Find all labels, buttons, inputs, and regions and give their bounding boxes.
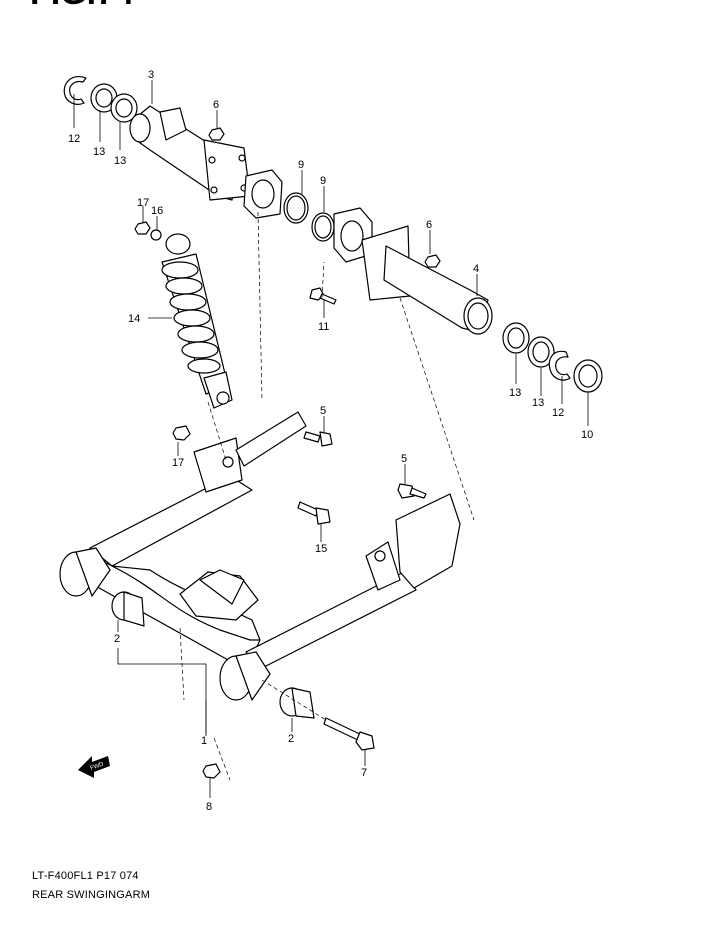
bolt-5-lower (397, 483, 427, 499)
nut-17-top (134, 221, 151, 235)
callout-6-left: 6 (213, 99, 219, 111)
leader-lines (73, 80, 589, 798)
callout-16: 16 (151, 205, 163, 217)
callout-5-lower: 5 (401, 453, 407, 465)
callout-12-left: 12 (68, 133, 80, 145)
diagram-code: LT-F400FL1 P17 074 (32, 870, 139, 882)
nut-left (208, 127, 225, 141)
bolt-5-upper (303, 431, 333, 447)
callout-14: 14 (128, 313, 140, 325)
nut-8 (202, 763, 221, 779)
callout-2-left: 2 (114, 633, 120, 645)
washer-16 (150, 229, 162, 241)
callout-17-top: 17 (137, 197, 149, 209)
flange-plate-left (243, 169, 283, 219)
circlip-right (548, 350, 571, 381)
callout-13-left-2: 13 (114, 155, 126, 167)
bushing-right (279, 687, 315, 719)
callout-labels: 3 6 12 13 13 9 9 17 16 6 4 14 11 13 13 1… (68, 69, 593, 813)
bearing-left-2 (110, 93, 138, 123)
callout-7: 7 (361, 767, 367, 779)
callout-5-upper: 5 (320, 405, 326, 417)
housing-right (361, 225, 493, 335)
fwd-arrow-icon: FWD (78, 756, 110, 778)
callout-1: 1 (201, 735, 207, 747)
circlip-left (63, 76, 87, 105)
callout-13-left-1: 13 (93, 146, 105, 158)
swingarm (59, 411, 461, 701)
bolt-15 (297, 501, 331, 525)
callout-9-right: 9 (320, 175, 326, 187)
callout-2-right: 2 (288, 733, 294, 745)
bushing-left (111, 591, 145, 627)
callout-15: 15 (315, 543, 327, 555)
callout-8: 8 (206, 801, 212, 813)
bearing-left-1 (90, 83, 118, 113)
fwd-label: FWD (90, 761, 106, 772)
callout-17-mid: 17 (172, 457, 184, 469)
o-ring-right (311, 212, 335, 242)
callout-12-right: 12 (552, 407, 564, 419)
figure-label: FIG.74 (30, 0, 134, 12)
seal-10 (573, 359, 603, 393)
nut-17-mid (172, 425, 191, 441)
callout-13-right-1: 13 (509, 387, 521, 399)
callout-6-right: 6 (426, 219, 432, 231)
callout-4: 4 (473, 263, 479, 275)
nut-right (424, 254, 441, 268)
callout-9-left: 9 (298, 159, 304, 171)
callout-3: 3 (148, 69, 154, 81)
bearing-right-2 (527, 336, 555, 368)
callout-11: 11 (318, 321, 329, 333)
housing-left (129, 105, 251, 201)
bearing-right-1 (502, 322, 530, 354)
bolt-11 (309, 287, 337, 305)
callout-10: 10 (581, 429, 593, 441)
shock-absorber (161, 233, 233, 409)
o-ring-left (283, 192, 309, 224)
bolt-7 (323, 717, 375, 751)
diagram-title: REAR SWINGINGARM (32, 889, 151, 901)
callout-13-right-2: 13 (532, 397, 544, 409)
